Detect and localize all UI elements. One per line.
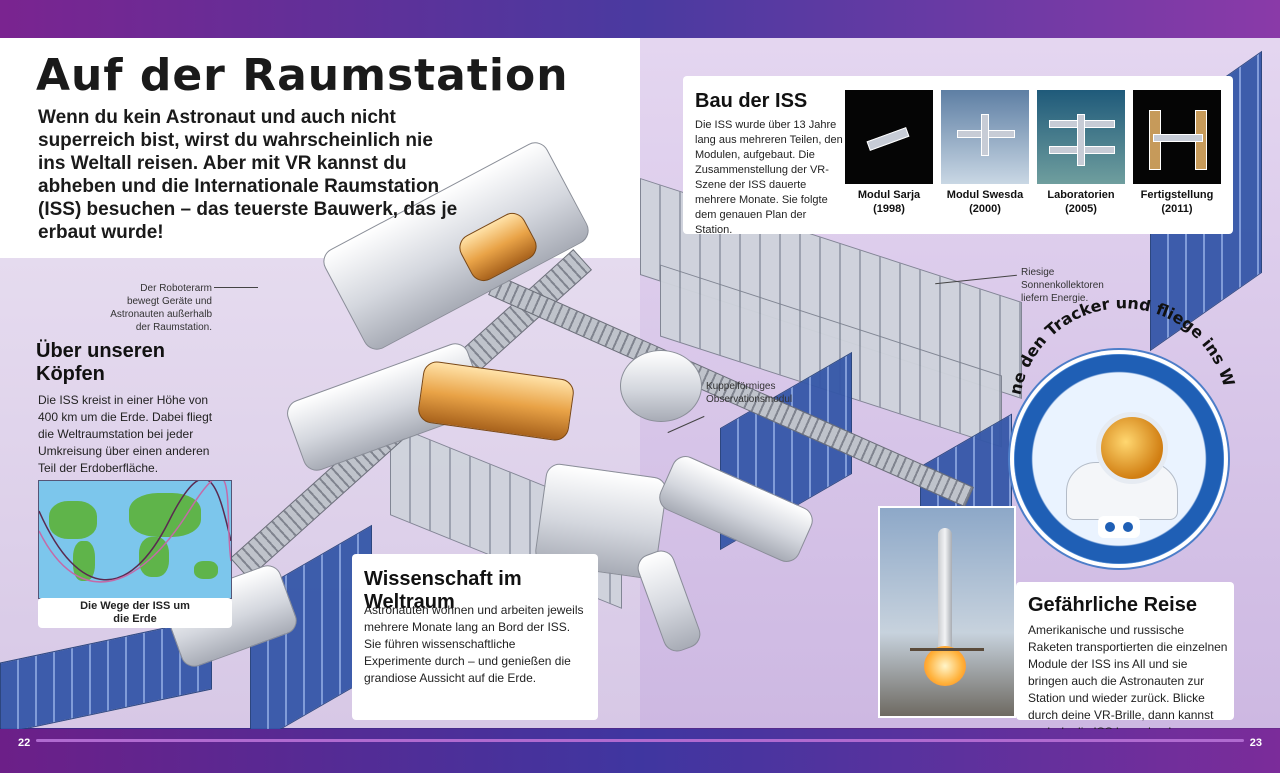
callout-kuppel: Kuppelförmiges Observationsmodul [706,381,793,405]
thumb-label: Modul Swesda [946,189,1024,201]
bau-text: Die ISS wurde über 13 Jahre lang aus meh… [695,119,843,236]
thumb-label: Laboratorien [1047,189,1115,201]
rocket-flame [924,646,966,686]
thumb-label: Modul Sarja [857,189,921,201]
continent [49,501,97,539]
callout-sonnenkollektoren: Riesige Sonnenkollektoren liefern Energi… [1021,267,1104,304]
continent [194,561,218,579]
vr-tracker-badge[interactable] [1014,354,1224,564]
thumb-sarja: Modul Sarja (1998) [845,90,933,216]
thumb-year: (2011) [1161,203,1193,215]
intro-text: Wenn du kein Astronaut und auch nicht su… [38,107,458,243]
module-shape [1077,114,1085,166]
ueber-heading: Über unseren Köpfen [36,340,165,385]
photo-sarja [845,90,933,184]
photo-fertigstellung [1133,90,1221,184]
thumb-year: (2000) [969,203,1001,215]
thumb-swesda: Modul Swesda (2000) [941,90,1029,216]
rocket-body [938,528,952,648]
module-shape [1153,134,1203,142]
astronaut-helmet-icon [1096,412,1168,484]
wissenschaft-text: Astronauten wohnen und arbeiten jeweils … [364,603,584,685]
page-title: Auf der Raumstation [36,50,569,101]
reise-text: Amerikanische und russische Raketen tran… [1028,623,1228,739]
module-shape [866,127,910,151]
callout-line [214,287,258,288]
thumb-fertigstellung: Fertigstellung (2011) [1133,90,1221,216]
photo-laboratorien [1037,90,1125,184]
map-caption-box: Die Wege der ISS um die Erde [38,598,232,628]
bau-heading: Bau der ISS [695,90,808,112]
wissenschaft-box: Wissenschaft im Weltraum Astronauten woh… [352,554,598,720]
launch-tower [910,648,984,691]
rocket-photo [878,506,1016,718]
page-number-left: 22 [18,737,31,749]
module-shape [981,114,989,156]
wissenschaft-heading: Wissenschaft im Weltraum [364,568,522,613]
photo-swesda [941,90,1029,184]
thumb-label: Fertigstellung [1140,189,1214,201]
callout-roboterarm: Der Roboterarm bewegt Geräte und Astrona… [110,283,212,333]
continent [73,541,95,581]
page-number-right: 23 [1249,737,1262,749]
ueber-text: Die ISS kreist in einer Höhe von 400 km … [38,393,213,475]
bottom-frame [0,729,1280,773]
map-caption: Die Wege der ISS um die Erde [80,600,190,625]
vr-headset-icon [1098,516,1140,538]
thumb-laboratorien: Laboratorien (2005) [1037,90,1125,216]
thumb-year: (2005) [1065,203,1097,215]
thumb-year: (1998) [873,203,905,215]
world-map [38,480,232,599]
orbit-paths [39,481,231,583]
bau-box: Bau der ISS Die ISS wurde über 13 Jahre … [683,76,1233,236]
continent [139,537,169,577]
ueber-box: Über unseren Köpfen Die ISS kreist in ei… [30,340,230,475]
observation-module [620,350,702,422]
reise-box: Gefährliche Reise Amerikanische und russ… [1016,582,1234,739]
reise-heading: Gefährliche Reise [1028,594,1197,616]
top-frame [0,0,1280,38]
